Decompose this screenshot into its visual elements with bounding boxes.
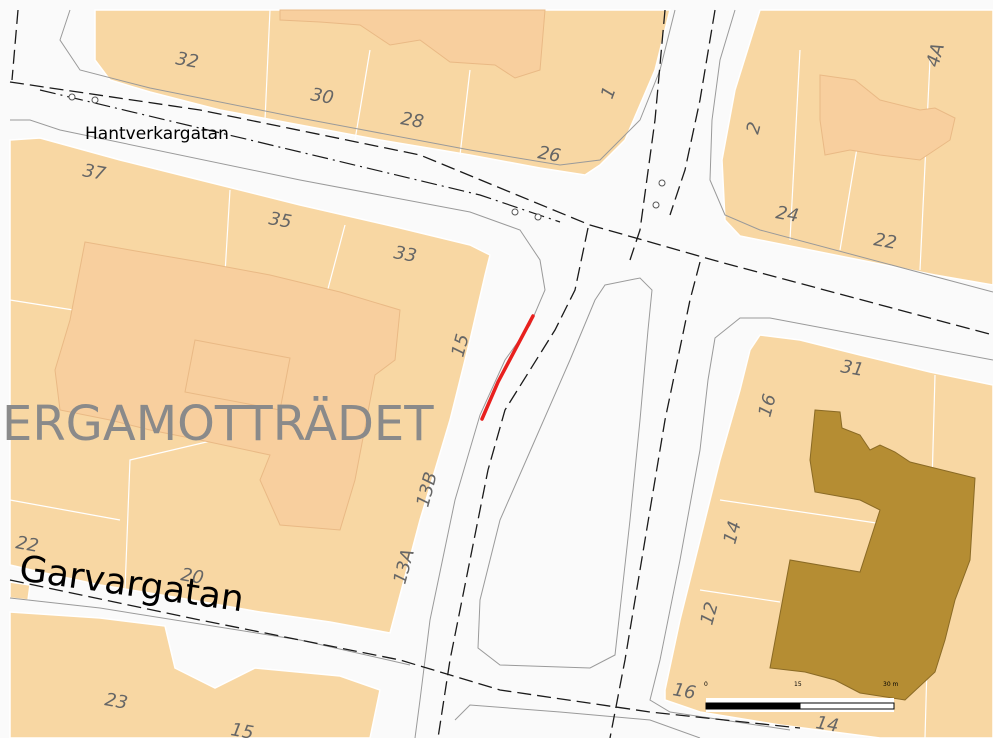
house-number: 35 [267, 208, 293, 233]
house-number: 14 [814, 712, 840, 737]
house-number: 16 [671, 679, 697, 704]
scale-label-15: 15 [794, 681, 802, 688]
scale-bar: 0 15 30 m [704, 681, 899, 712]
highlighted-segment[interactable] [480, 314, 535, 421]
house-number: 37 [81, 160, 108, 185]
house-number: 22 [872, 229, 898, 254]
house-number: 31 [839, 356, 865, 381]
house-number: 33 [392, 242, 418, 267]
block-bottom-left [9, 611, 381, 738]
scale-label-30: 30 m [883, 681, 899, 688]
median-island [477, 277, 653, 669]
road-centerlines [9, 9, 993, 738]
building-top-strip [279, 9, 546, 79]
building-top-right [819, 74, 956, 161]
district-label: ERGAMOTTRÄDET [2, 396, 434, 452]
street-label-hantverkargatan: Hantverkargatan [85, 124, 229, 144]
house-number: 24 [774, 202, 800, 227]
house-number: 15 [229, 719, 255, 738]
building-bergamott-court [184, 339, 291, 411]
house-number: 32 [174, 48, 200, 73]
house-number: 22 [14, 532, 40, 557]
house-number: 26 [536, 142, 562, 167]
house-number: 2 [743, 120, 766, 136]
poles [68, 93, 666, 221]
house-number: 20 [179, 564, 205, 589]
scale-label-0: 0 [704, 681, 708, 688]
house-number: 28 [399, 108, 425, 133]
house-number: 30 [309, 84, 335, 109]
hatched-building [769, 409, 976, 701]
curbs [9, 9, 993, 738]
house-number: 23 [103, 689, 129, 714]
building-bergamott [54, 241, 401, 531]
